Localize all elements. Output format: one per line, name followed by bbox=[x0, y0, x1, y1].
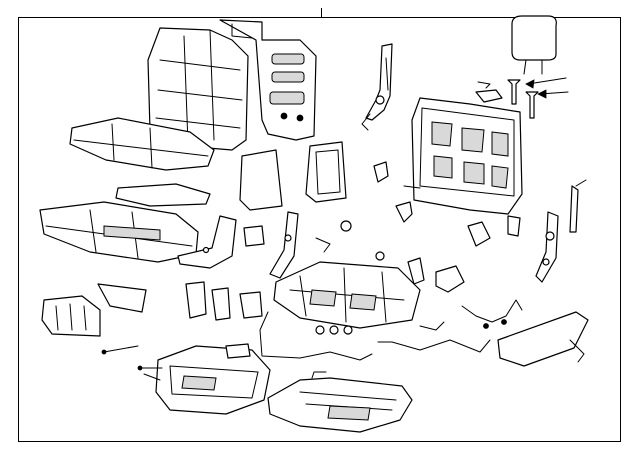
seat-cushion-cover bbox=[69, 117, 215, 171]
wiring-harnesses bbox=[259, 299, 523, 361]
fasteners bbox=[101, 161, 521, 381]
seat-back-frame bbox=[403, 97, 523, 215]
side-trim-panels bbox=[41, 281, 589, 367]
seat-belt-retractor bbox=[361, 43, 393, 131]
seat-cushion-frame bbox=[273, 261, 421, 335]
seat-adjuster-track bbox=[267, 371, 413, 433]
recliner-mechanism bbox=[177, 179, 587, 283]
seat-cushion-pad bbox=[39, 183, 211, 263]
frame-top-tick bbox=[321, 8, 322, 17]
seat-back-frame-panel bbox=[219, 19, 317, 141]
seat-back-cushion-cover bbox=[147, 27, 249, 151]
head-restraint bbox=[511, 15, 557, 75]
seat-storage-tray bbox=[155, 343, 271, 415]
armrest-pads bbox=[239, 141, 347, 211]
head-restraint-guides bbox=[475, 77, 569, 119]
diagram-frame bbox=[18, 17, 621, 442]
